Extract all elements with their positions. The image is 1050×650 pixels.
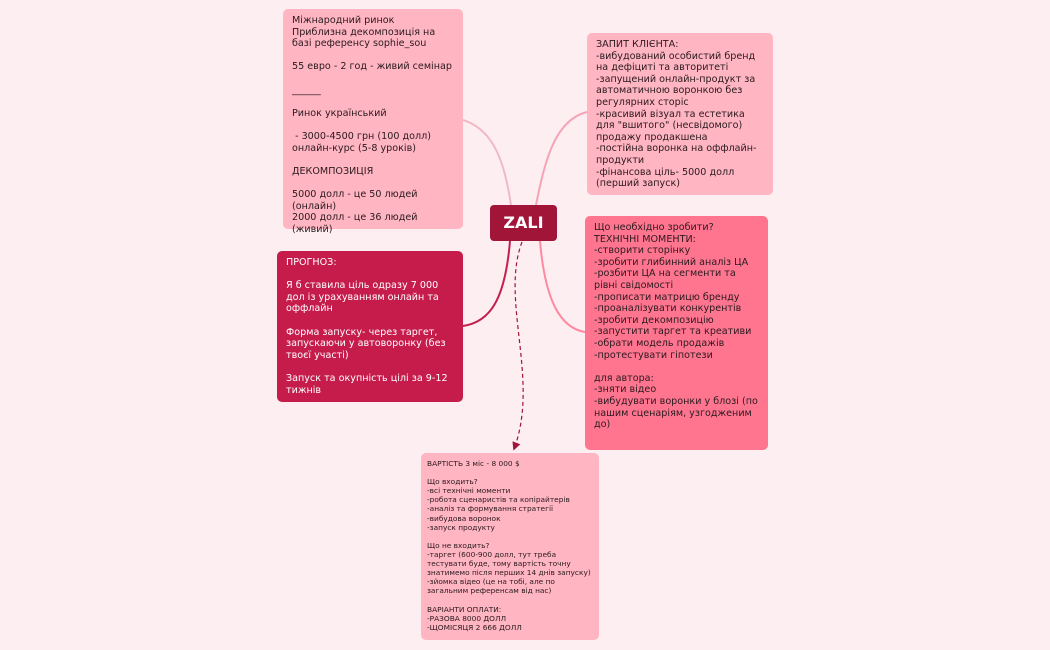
node-todo-technical[interactable]: Що необхідно зробити? ТЕХНІЧНІ МОМЕНТИ: … — [585, 216, 768, 450]
connector-todo — [539, 240, 586, 333]
node-international-market[interactable]: Міжнародний ринок Приблизна декомпозиція… — [283, 9, 463, 235]
connector-forecast — [462, 240, 511, 327]
connector-cost-dashed — [512, 241, 524, 451]
central-topic-node[interactable]: ZALI — [490, 205, 557, 241]
connector-client-request — [535, 111, 588, 206]
connector-intl-market — [462, 119, 512, 206]
node-client-request[interactable]: ЗАПИТ КЛІЄНТА: -вибудований особистий бр… — [587, 33, 773, 195]
node-forecast[interactable]: ПРОГНОЗ: Я б ставила ціль одразу 7 000 д… — [277, 251, 463, 402]
node-cost[interactable]: ВАРТІСТЬ 3 міс - 8 000 $ Що входить? -вс… — [421, 453, 599, 640]
